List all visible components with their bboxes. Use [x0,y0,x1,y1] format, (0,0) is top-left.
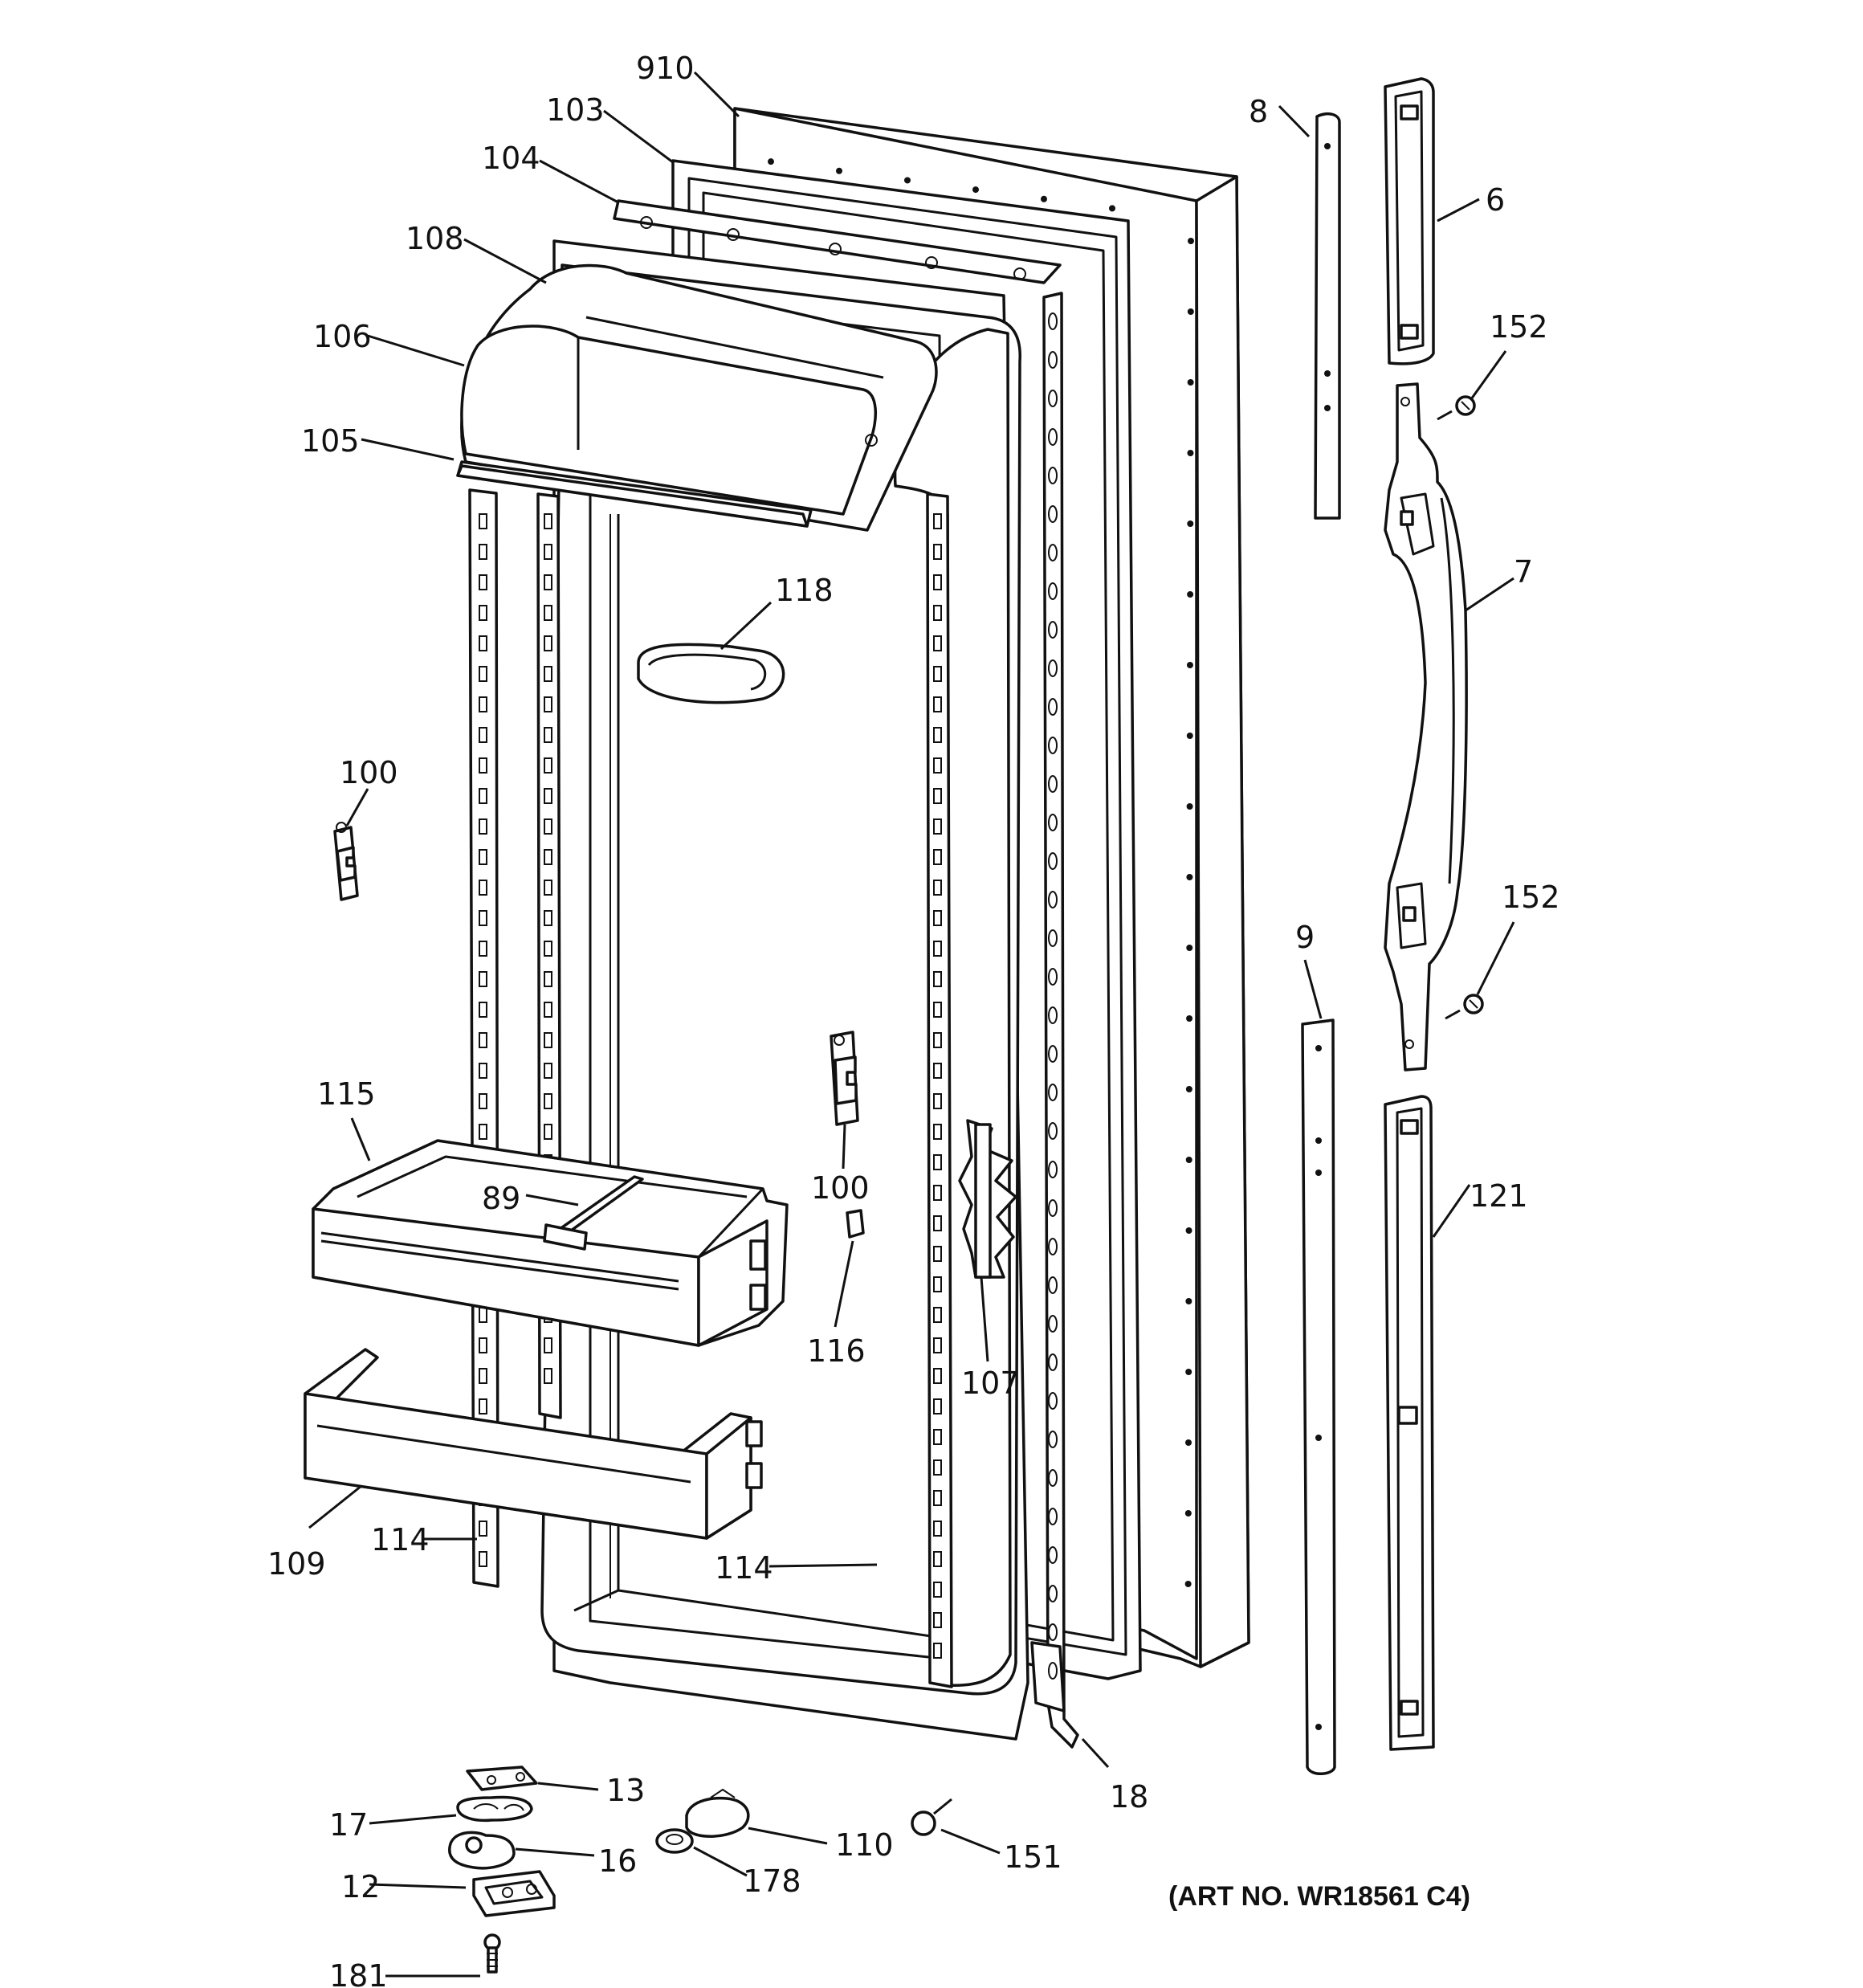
callout-103: 103 [546,92,605,128]
callout-9: 9 [1295,920,1315,955]
callout-13: 13 [606,1773,645,1808]
callout-181: 181 [329,1958,388,1988]
handle-cap-121 [1384,1095,1435,1751]
callout-18: 18 [1110,1779,1148,1815]
callout-152-upper: 152 [1490,309,1548,345]
callout-118: 118 [775,573,834,608]
callout-89: 89 [482,1181,520,1216]
art-number: (ART NO. WR18561 C4) [1168,1881,1470,1912]
screw-151 [911,1798,952,1836]
callout-114-right: 114 [715,1550,773,1586]
hinge-cam-16 [448,1831,516,1870]
callout-910: 910 [636,51,695,86]
callout-100-left: 100 [340,755,398,790]
callout-109: 109 [267,1546,326,1582]
callout-12: 12 [341,1869,380,1904]
hinge-bracket-107 [958,1119,1017,1279]
callout-114-left: 114 [371,1522,430,1557]
hinge-spacer-17 [456,1795,533,1823]
hinge-trim-18 [1030,292,1079,1749]
liner-bracket-104 [613,199,1062,284]
callout-16: 16 [598,1843,637,1879]
screw-152-lower [1445,994,1484,1020]
callout-8: 8 [1249,94,1268,129]
callout-110: 110 [835,1827,894,1863]
clip-116 [846,1209,865,1239]
egg-tray-118 [637,643,785,704]
hinge-shim-13 [466,1766,538,1791]
leader-lines [308,71,1515,1978]
trim-strip-9 [1301,1018,1336,1775]
shelf-clip-100-left [333,822,359,901]
callout-labels: 910 103 104 108 106 105 118 100 100 115 … [267,51,1560,1988]
screw-152-upper [1437,395,1476,421]
door-bin-115 [312,1139,789,1347]
shelf-clip-100-center [830,1031,859,1126]
callout-121: 121 [1470,1178,1528,1214]
callout-116: 116 [807,1333,866,1369]
trim-strip-8 [1314,112,1341,520]
callout-6: 6 [1486,182,1505,218]
hinge-cover-110 [685,1788,750,1838]
bin-divider-89 [543,1175,644,1251]
callout-100-center: 100 [811,1170,870,1206]
callout-104: 104 [482,141,540,176]
callout-107: 107 [961,1365,1020,1401]
door-bin-109 [304,1348,763,1540]
washer-178 [655,1828,694,1854]
hinge-bracket-12 [472,1870,556,1917]
callout-7: 7 [1514,554,1533,590]
callout-115: 115 [317,1076,376,1112]
door-handle-7 [1384,382,1468,1072]
callout-151: 151 [1004,1839,1062,1875]
callout-105: 105 [301,423,360,459]
callout-108: 108 [406,221,464,256]
handle-cap-6 [1384,77,1435,365]
callout-178: 178 [743,1863,801,1899]
callout-152-lower: 152 [1502,880,1560,915]
callout-106: 106 [313,319,372,354]
dairy-compartment-106 [456,263,938,532]
callout-17: 17 [329,1807,368,1843]
screw-181 [483,1933,501,1974]
